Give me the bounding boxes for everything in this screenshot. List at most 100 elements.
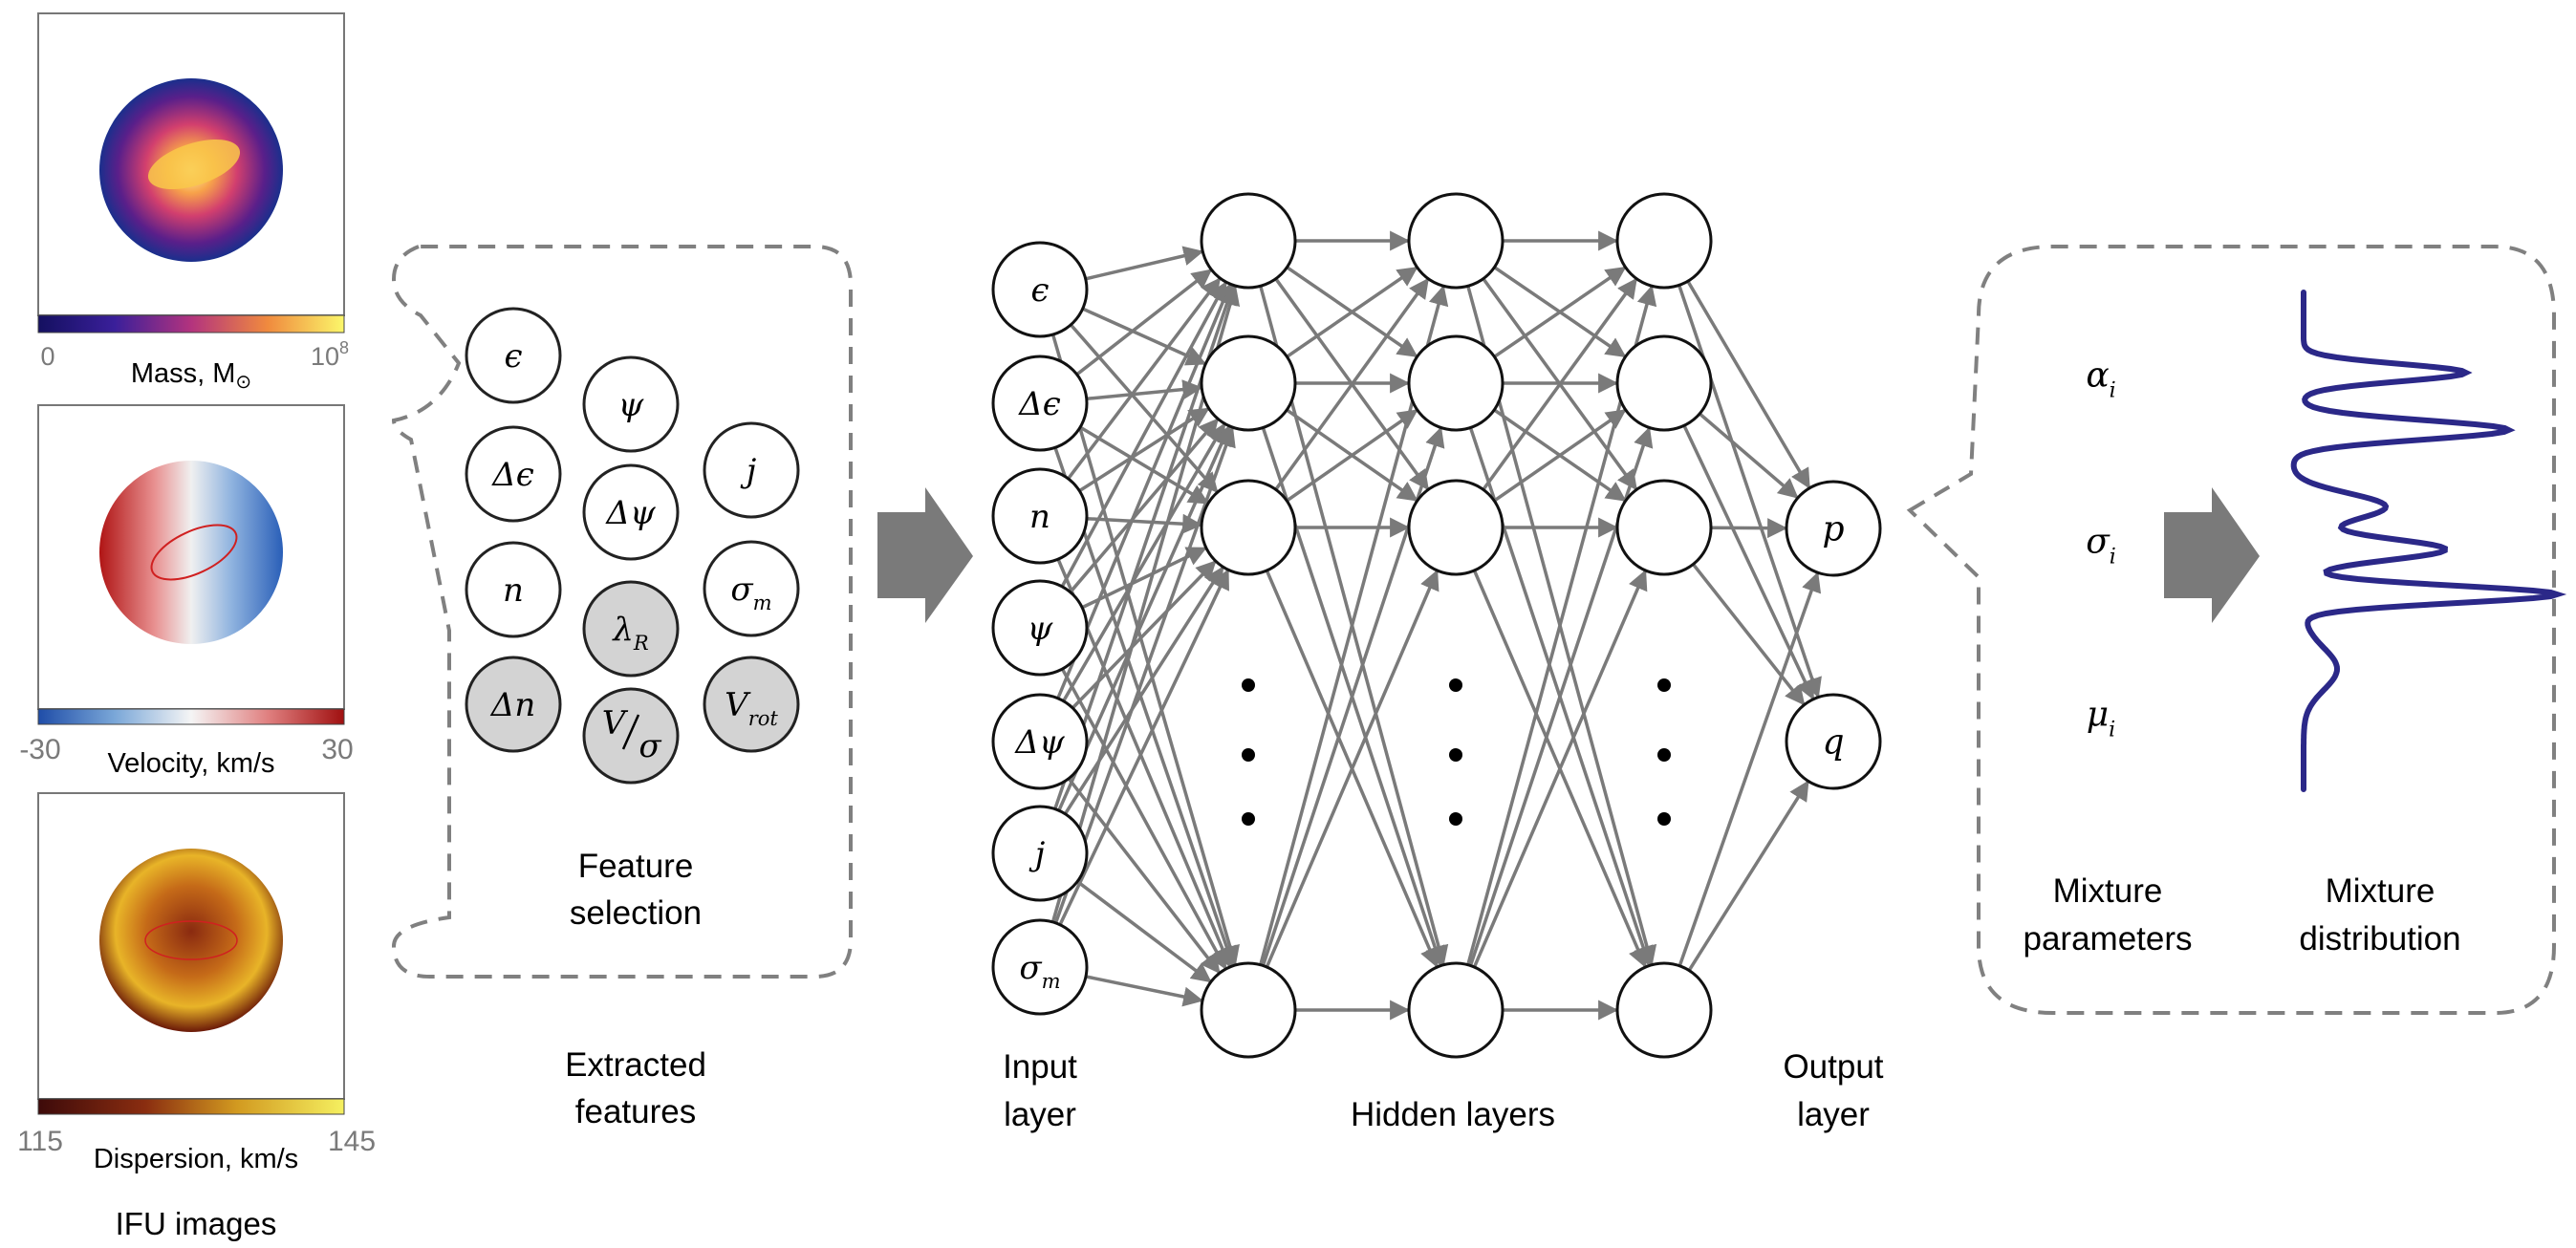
input-node-label: Δψ bbox=[1013, 723, 1065, 762]
network-edge bbox=[1686, 280, 1811, 489]
input-node: σm bbox=[991, 918, 1089, 1016]
feature-node-circle bbox=[465, 307, 562, 404]
input-node: Δψ bbox=[991, 693, 1089, 790]
feature-node: n bbox=[465, 541, 562, 638]
output-caption-1: Output bbox=[1783, 1048, 1883, 1086]
network-edge bbox=[1071, 560, 1217, 710]
feature-node-circle bbox=[582, 355, 680, 453]
feature-node-label: n bbox=[503, 571, 524, 610]
input-node-label: n bbox=[1029, 498, 1050, 536]
hidden-caption: Hidden layers bbox=[1351, 1096, 1555, 1133]
flow-arrow-2 bbox=[2164, 487, 2260, 623]
network-edge bbox=[1075, 269, 1213, 377]
input-node: Δϵ bbox=[991, 355, 1089, 452]
velocity-caption: Velocity, km/s bbox=[107, 748, 274, 779]
ifu-dispersion-panel: 115 145 Dispersion, km/s bbox=[17, 792, 376, 1174]
dist-caption-2: distribution bbox=[2299, 920, 2460, 958]
network-edge bbox=[1086, 513, 1203, 534]
network-edge bbox=[1274, 277, 1430, 491]
feature-node-circle bbox=[703, 421, 800, 519]
dispersion-max-label: 145 bbox=[328, 1126, 376, 1157]
ifu-mass-panel: 0 108 Mass, M⊙ bbox=[37, 12, 349, 393]
hidden-node bbox=[1615, 334, 1713, 432]
hidden-node bbox=[1407, 192, 1504, 290]
input-node-label: ϵ bbox=[1030, 271, 1049, 310]
mass-min-label: 0 bbox=[40, 342, 54, 371]
ellipsis-dot bbox=[1657, 748, 1671, 762]
network-edge bbox=[1062, 422, 1226, 702]
hidden-node bbox=[1407, 334, 1504, 432]
hidden-node bbox=[1200, 961, 1297, 1059]
network-edge bbox=[1493, 266, 1627, 358]
output-node-circle bbox=[1785, 693, 1882, 790]
ellipsis-dot bbox=[1449, 748, 1462, 762]
network-edge bbox=[1692, 563, 1806, 706]
feature-node-circle bbox=[582, 687, 680, 785]
params-caption-2: parameters bbox=[2023, 920, 2192, 958]
feature-node: Δϵ bbox=[465, 425, 562, 523]
feature-node-circle bbox=[465, 425, 562, 523]
mass-colorbar bbox=[37, 314, 345, 334]
feature-node-label: ϵ bbox=[504, 337, 522, 376]
feature-node: σm bbox=[703, 540, 800, 637]
mixture-param-label: αi bbox=[2086, 356, 2115, 403]
feature-node-label: λR bbox=[611, 611, 649, 655]
feature-node: j bbox=[703, 421, 800, 519]
input-node-circle bbox=[991, 693, 1089, 790]
network-edge bbox=[1286, 266, 1418, 358]
velocity-min-label: -30 bbox=[19, 734, 60, 765]
velocity-colorbar bbox=[37, 708, 345, 725]
mass-caption: Mass, M⊙ bbox=[131, 358, 251, 393]
output-node: p bbox=[1785, 480, 1882, 577]
dispersion-colorbar bbox=[37, 1098, 345, 1115]
params-caption-1: Mixture bbox=[2053, 872, 2163, 910]
output-caption-2: layer bbox=[1797, 1096, 1870, 1133]
network-edge bbox=[1265, 570, 1440, 968]
hidden-node bbox=[1200, 192, 1297, 290]
mixture-brace bbox=[1906, 245, 2556, 1015]
feature-node-circle bbox=[703, 540, 800, 637]
ellipsis-dot bbox=[1657, 678, 1671, 692]
feature-node-label: Δϵ bbox=[490, 456, 534, 494]
ellipsis-dot bbox=[1657, 812, 1671, 826]
dist-caption-1: Mixture bbox=[2326, 872, 2435, 910]
feature-node-circle bbox=[465, 541, 562, 638]
mixture-param-label: σi bbox=[2086, 523, 2116, 570]
network-edge bbox=[1493, 409, 1627, 503]
network-edge bbox=[1682, 424, 1815, 700]
input-node-circle bbox=[991, 241, 1089, 338]
hidden-node bbox=[1615, 961, 1713, 1059]
input-node: ϵ bbox=[991, 241, 1089, 338]
v-over-sigma-slash bbox=[621, 714, 640, 750]
ellipsis-dot bbox=[1242, 812, 1255, 826]
input-node-label: Δϵ bbox=[1017, 385, 1061, 423]
input-node: ψ bbox=[991, 579, 1089, 677]
hidden-node bbox=[1200, 334, 1297, 432]
input-node-circle bbox=[991, 355, 1089, 452]
ellipsis-dot bbox=[1242, 678, 1255, 692]
input-node-circle bbox=[991, 467, 1089, 565]
mass-max-label: 108 bbox=[311, 338, 349, 371]
feature-node: Δn bbox=[465, 656, 562, 753]
dispersion-caption: Dispersion, km/s bbox=[94, 1144, 298, 1174]
input-node-circle bbox=[991, 579, 1089, 677]
hidden-node bbox=[1407, 961, 1504, 1059]
network-edge bbox=[1678, 571, 1822, 967]
mass-core bbox=[147, 139, 241, 190]
feature-node-label: σm bbox=[730, 570, 771, 614]
hidden-node bbox=[1200, 479, 1297, 576]
ifu-section-caption: IFU images bbox=[116, 1206, 277, 1241]
input-node: n bbox=[991, 467, 1089, 565]
feature-node-circle bbox=[582, 580, 680, 678]
network-edge bbox=[1069, 418, 1219, 593]
v-over-sigma-bottom: σ bbox=[639, 727, 661, 765]
feature-node-label: Vrot bbox=[725, 686, 778, 730]
ellipsis-dot bbox=[1242, 748, 1255, 762]
feature-node: Vrot bbox=[703, 656, 800, 753]
dispersion-min-label: 115 bbox=[17, 1126, 63, 1157]
network-edge bbox=[1699, 412, 1799, 499]
extracted-caption-2: features bbox=[575, 1093, 696, 1130]
